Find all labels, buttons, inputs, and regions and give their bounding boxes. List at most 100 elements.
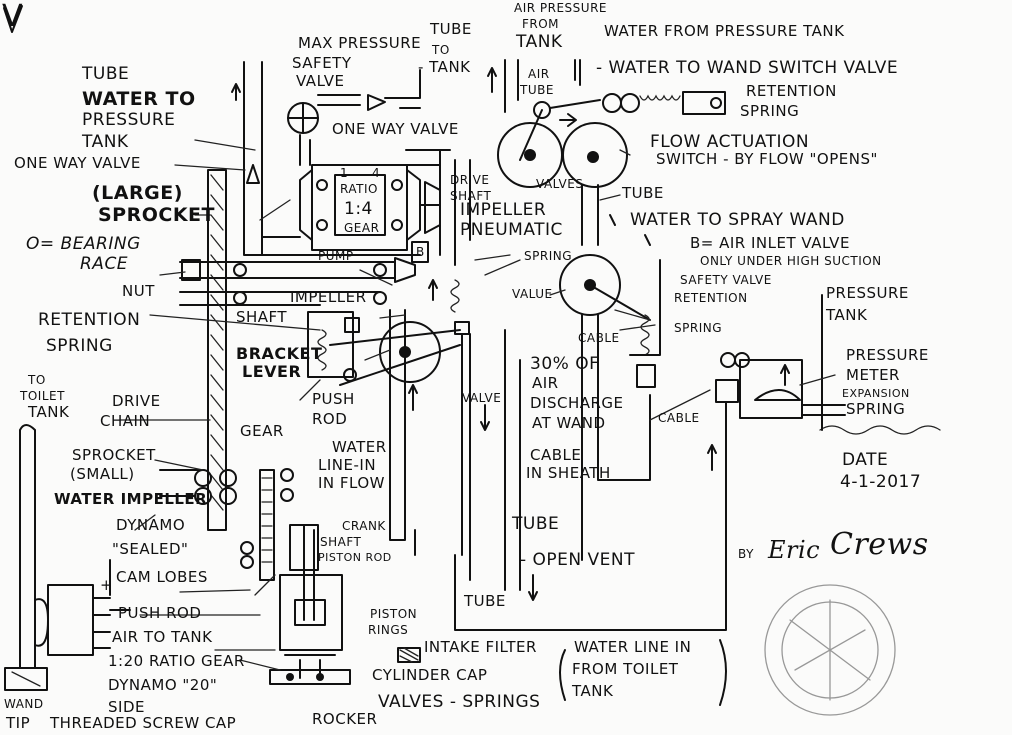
large-sprocket-chain [207, 169, 227, 531]
to-toilet-tank-label: TANK [28, 403, 70, 421]
water-from-pressure-tank-label: WATER FROM PRESSURE TANK [604, 22, 845, 40]
valve-center-label: VALVE [462, 391, 502, 405]
impeller-pneumatic-label: IMPELLER [460, 200, 547, 220]
value-label: VALUE [512, 287, 553, 301]
toilet-tank-label: TANK [572, 682, 614, 700]
small-label: (SMALL) [70, 465, 135, 483]
impeller-mid-label: IMPELLER [290, 288, 367, 306]
air-inlet-valve-label: B= AIR INLET VALVE [690, 234, 850, 252]
max-pressure-label: MAX PRESSURE [298, 34, 422, 52]
line-in-label: LINE-IN [318, 456, 377, 474]
spray-wand-valve [559, 214, 661, 561]
retention-label: RETENTION [38, 310, 141, 330]
shaft-drive-label: SHAFT [450, 189, 492, 203]
air-discharge-air-label: AIR [532, 374, 559, 392]
pressure-meter-label: PRESSURE [846, 346, 929, 364]
retention-top-label: RETENTION [746, 82, 837, 100]
corner-check-mark [3, 5, 23, 33]
pressure-right-label: PRESSURE [826, 284, 909, 302]
ratio-in-number: 1 [340, 166, 349, 180]
cable-in-sheath-label: CABLE [530, 446, 582, 464]
tank-top-label: TANK [516, 32, 563, 52]
air-tube-label: TUBE [520, 83, 554, 97]
push-label: PUSH [312, 390, 355, 408]
tube-label: TUBE [82, 64, 130, 84]
spring-top-label: SPRING [740, 102, 800, 120]
valve-label: VALVE [296, 72, 345, 90]
date-value: 4-1-2017 [840, 472, 922, 492]
rod-label: ROD [312, 410, 348, 428]
one-way-valve-top-label: ONE WAY VALVE [332, 120, 459, 138]
flow-actuation-label: FLOW ACTUATION [650, 132, 810, 152]
from-toilet-label: FROM TOILET [572, 660, 679, 678]
by-label: BY [738, 547, 754, 561]
plus-label: + [100, 576, 114, 594]
pneumatic-label: PNEUMATIC [460, 220, 563, 240]
air-discharge-pct-label: 30% OF [530, 354, 600, 374]
valves-springs-label: VALVES - SPRINGS [378, 692, 541, 712]
in-sheath-label: IN SHEATH [526, 464, 611, 482]
tank-label: TANK [82, 132, 129, 152]
expansion-spring-label: SPRING [846, 400, 906, 418]
intake-filter-label: INTAKE FILTER [424, 638, 537, 656]
flow-actuation-valves [487, 59, 726, 246]
in-flow-label: IN FLOW [318, 474, 386, 492]
lever-label: LEVER [242, 362, 302, 381]
pump-label: PUMP [318, 249, 354, 263]
race-label: RACE [80, 254, 129, 274]
notary-stamp [764, 584, 896, 716]
water-tube-up [231, 61, 421, 256]
wand-assembly [4, 424, 131, 691]
switch-by-flow-label: SWITCH - BY FLOW "OPENS" [656, 150, 878, 168]
high-suction-label: ONLY UNDER HIGH SUCTION [700, 254, 882, 268]
spring-label-top: SPRING [524, 249, 573, 263]
cylinder-cap-label: CYLINDER CAP [372, 666, 488, 684]
water-to-spray-wand-label: WATER TO SPRAY WAND [630, 210, 845, 230]
air-discharge-label: DISCHARGE [530, 394, 624, 412]
spring-label: SPRING [46, 336, 113, 356]
nut-label: NUT [122, 282, 155, 300]
pressure-label: PRESSURE [82, 110, 176, 130]
water-to-label: WATER TO [82, 88, 196, 110]
bracket-lever [307, 279, 471, 556]
water-line-in-toilet-label: WATER LINE IN [574, 638, 692, 656]
spring-mid-label: SPRING [674, 321, 723, 335]
water-impeller-label: WATER IMPELLER [54, 490, 208, 508]
open-vent-label: - OPEN VENT [520, 550, 636, 570]
signature-first: Eric [768, 536, 821, 564]
bearing-race-label: O= BEARING [26, 234, 141, 254]
corner-mark: V [2, 0, 24, 34]
gear-label: GEAR [240, 422, 284, 440]
ratio-gear-120-label: 1:20 RATIO GEAR [108, 652, 245, 670]
crank-label: CRANK [342, 519, 386, 533]
piston-rod-label: PISTON ROD [318, 551, 392, 564]
piston-label: PISTON [370, 607, 418, 621]
box-b-label: B [416, 245, 425, 259]
tube-bottom-label: TUBE [512, 514, 560, 534]
ratio-14-label: 1:4 [344, 199, 373, 219]
safety-valve-top [287, 69, 421, 166]
toilet-label: TOILET [20, 389, 65, 403]
tank-right-label: TANK [826, 306, 868, 324]
pressure-tank-meter [454, 294, 941, 631]
dash-tank-label: - TANK [418, 58, 471, 76]
date-label: DATE [842, 450, 889, 470]
bracket-label: BRACKET [236, 344, 323, 363]
dynamo-label: DYNAMO [116, 516, 186, 534]
lower-tubes [414, 329, 538, 601]
sprocket-small-label: SPROCKET [72, 446, 156, 464]
sealed-label: "SEALED" [112, 540, 189, 558]
toilet-line-bracket [559, 639, 727, 706]
one-way-valve-left-label: ONE WAY VALVE [14, 154, 141, 172]
chain-label: CHAIN [100, 412, 151, 430]
sprocket-label: SPROCKET [98, 204, 215, 226]
tube-lower-label: TUBE [464, 592, 506, 610]
expansion-label: EXPANSION [842, 387, 910, 400]
air-pressure-label: AIR PRESSURE [514, 1, 607, 15]
tube-mid-label: TUBE [622, 184, 664, 202]
valves-mid-label: VALVES [536, 177, 584, 191]
cable-right-label: CABLE [658, 411, 700, 425]
water-to-wand-switch-label: - WATER TO WAND SWITCH VALVE [596, 58, 899, 78]
